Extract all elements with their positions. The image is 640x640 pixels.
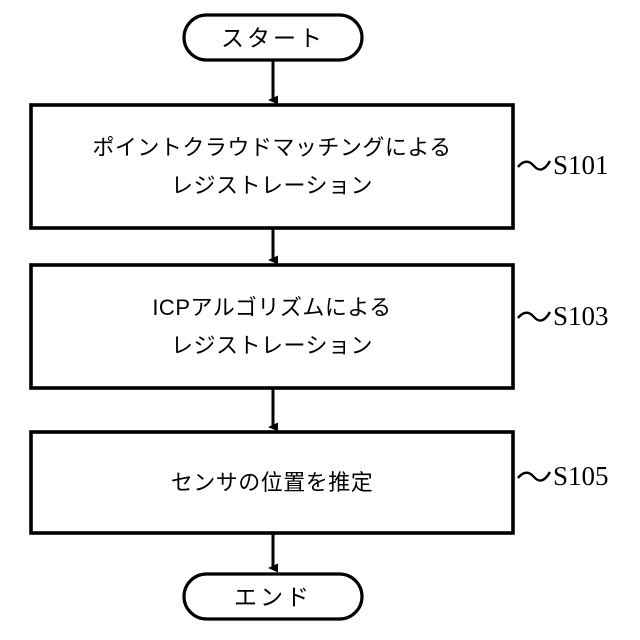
end-node-shape: [182, 572, 364, 621]
start-node-shape: [182, 13, 364, 62]
step-box-s101: [29, 103, 515, 230]
step-label-s101: S101: [553, 150, 609, 180]
tilde-leader-s105: [517, 471, 552, 482]
step-box-s105: [29, 430, 515, 535]
step-label-s105: S105: [553, 461, 609, 491]
tilde-leader-s101: [517, 160, 552, 171]
tilde-leader-s103: [517, 311, 552, 322]
step-box-s103: [29, 263, 515, 390]
step-label-s103: S103: [553, 301, 609, 331]
